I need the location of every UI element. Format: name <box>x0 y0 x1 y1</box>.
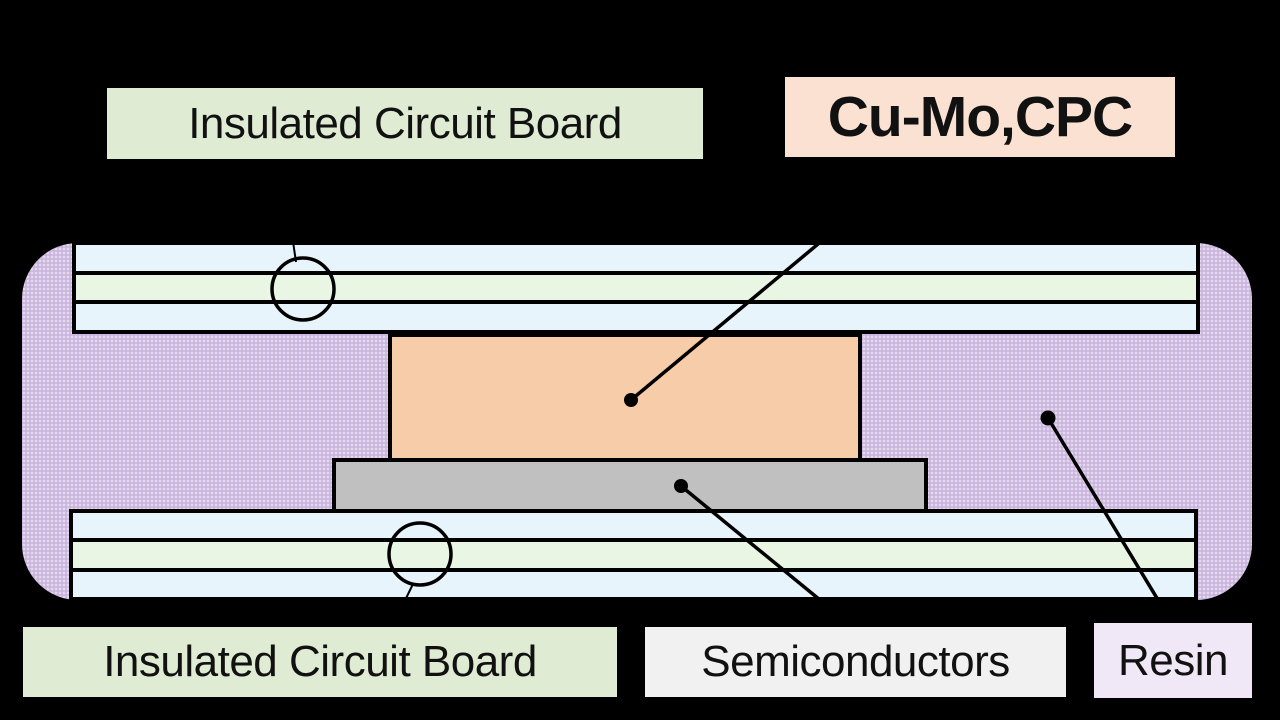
top-board-layer-1 <box>76 245 1196 271</box>
callout-dot-resin <box>1040 410 1056 426</box>
callout-line-icb-bottom <box>391 583 414 628</box>
top-board-layer-2 <box>76 274 1196 301</box>
label-cu-mo-cpc: Cu-Mo,CPC <box>785 77 1175 157</box>
callout-circle-bottom-board <box>387 521 453 587</box>
top-circuit-board <box>72 241 1200 334</box>
callout-dot-cu-mo <box>624 393 638 407</box>
callout-line-cu-mo <box>629 157 922 402</box>
callout-line-resin <box>1046 417 1174 624</box>
bottom-board-layer-2 <box>73 542 1194 568</box>
callout-line-semiconductors <box>679 484 855 629</box>
top-board-layer-3 <box>76 304 1196 331</box>
bottom-board-layer-3 <box>73 571 1194 597</box>
bottom-board-layer-1 <box>73 513 1194 539</box>
callout-dot-semiconductors <box>674 479 688 493</box>
bottom-circuit-board <box>69 509 1198 601</box>
label-insulated-circuit-board-top: Insulated Circuit Board <box>107 88 703 159</box>
semiconductor-layer <box>332 458 928 513</box>
callout-line-icb-top <box>280 158 297 263</box>
label-semiconductors: Semiconductors <box>645 627 1066 697</box>
label-resin: Resin <box>1094 623 1252 698</box>
callout-circle-top-board <box>270 256 336 322</box>
label-insulated-circuit-board-bottom: Insulated Circuit Board <box>23 627 617 697</box>
